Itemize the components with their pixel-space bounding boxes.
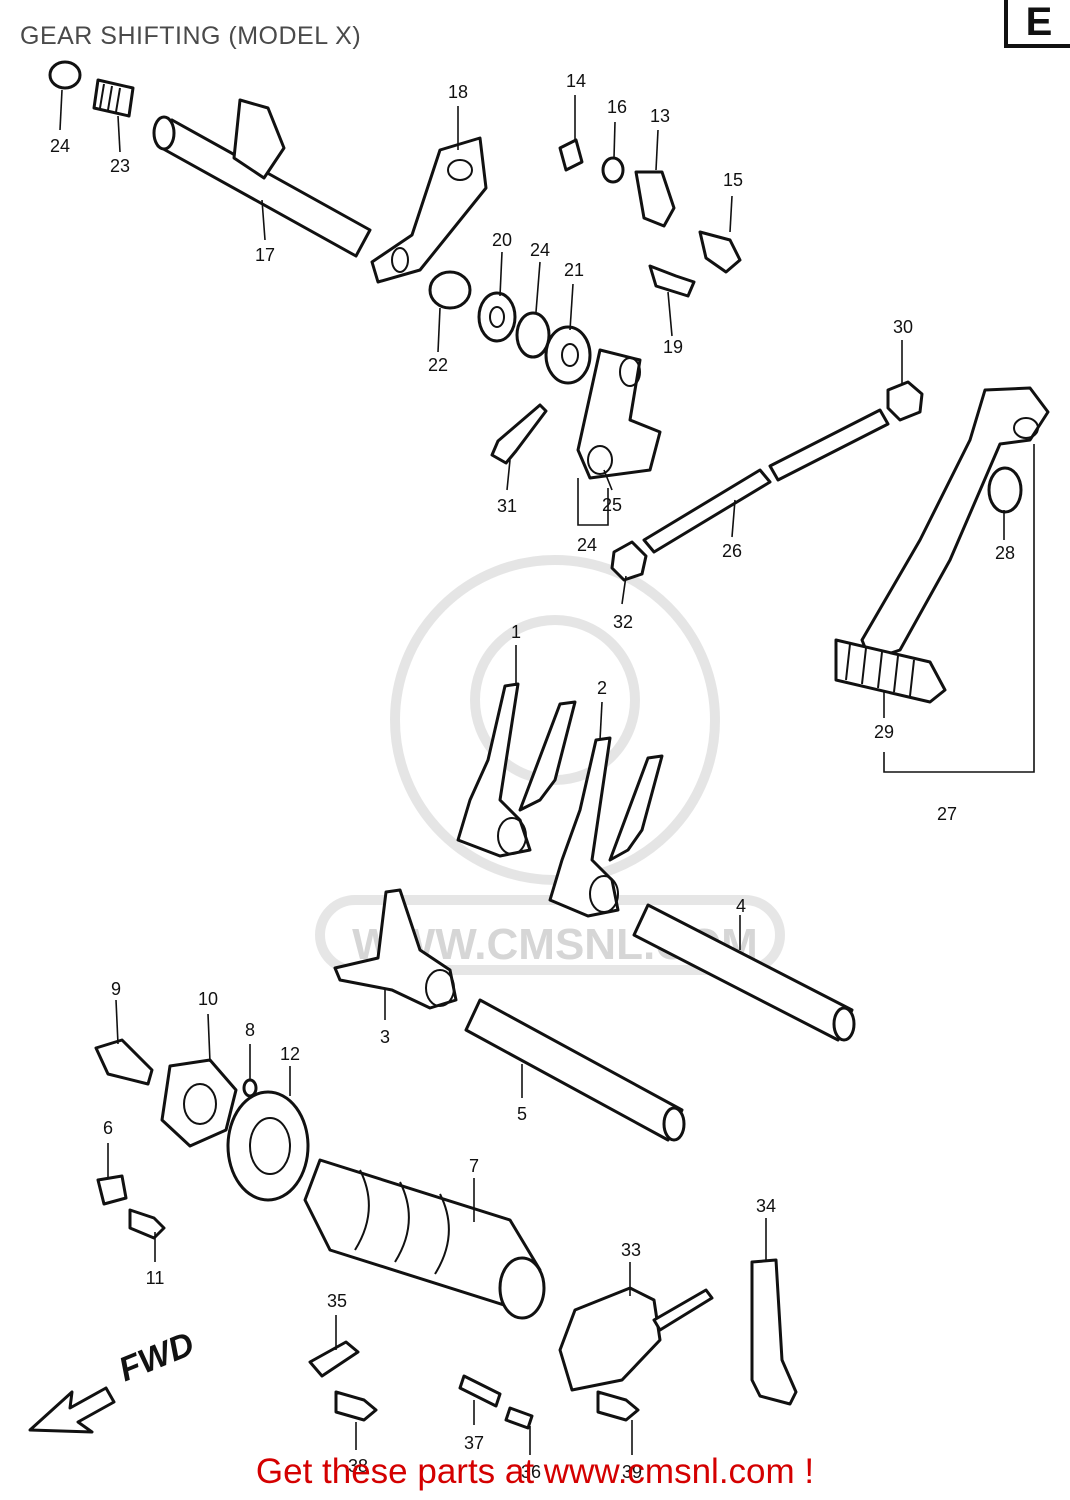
part-cam-guide-34 [558,1286,714,1392]
callout-1: 1 [511,622,521,642]
callout-12: 12 [280,1044,300,1064]
callout-14: 14 [566,71,586,91]
callout-5: 5 [517,1104,527,1124]
part-washer-20 [477,291,517,343]
part-bolt-9 [94,1038,154,1086]
callout-38: 37 [464,1433,484,1453]
section-letter-badge: E [1004,0,1070,48]
part-shift-fork-1 [456,682,577,858]
callout-18: 18 [448,82,468,102]
part-nut-31 [886,380,924,422]
part-shift-arm-18 [370,136,488,284]
callout-13: 13 [650,106,670,126]
callout-6: 6 [103,1118,113,1138]
callout-23: 23 [110,156,130,176]
callout-4: 4 [736,896,746,916]
callout-19: 19 [663,337,683,357]
part-stopper-13 [634,170,676,228]
part-fork-shaft-5 [464,998,686,1142]
part-spring-38 [458,1374,502,1408]
part-bearing-21 [544,325,592,385]
callout-11: 11 [146,1268,165,1288]
part-bolt-32 [490,403,548,465]
part-gearshift-cam-7 [303,1158,546,1320]
diagram-title: GEAR SHIFTING (MODEL X) [20,22,362,50]
callout-31: 30 [893,317,913,337]
callout-30: 29 [874,722,894,742]
part-screw-39 [334,1390,378,1422]
part-clamp-36 [308,1340,360,1378]
callout-32: 31 [497,496,517,516]
callout-33: 32 [613,612,633,632]
part-lever-25 [576,348,662,480]
callout-27: 26 [722,541,742,561]
part-stopper-6 [96,1174,128,1206]
part-washer-16 [601,156,625,184]
callout-8: 8 [245,1020,255,1040]
fwd-arrow-icon [28,1386,116,1434]
leader-lines [59,89,1035,1455]
part-fork-shaft-4 [632,903,856,1042]
callout-28: 27 [937,804,957,824]
part-tie-rod-27 [642,408,890,554]
part-shift-fork-2 [548,736,664,918]
callout-15: 15 [723,170,743,190]
callout-29: 28 [995,543,1015,563]
callout-37: 36 [521,1462,541,1482]
part-spring-14 [558,138,584,172]
callout-17: 17 [255,245,275,265]
callout-25: 24 [577,535,597,555]
callout-16: 16 [607,97,627,117]
part-guide-plate-35 [750,1258,798,1406]
part-circlip-24 [48,60,82,90]
part-spring-23 [92,78,135,118]
callout-21: 21 [564,260,584,280]
callout-34: 33 [621,1240,641,1260]
part-pin-37 [504,1406,534,1430]
callout-39: 38 [348,1456,368,1476]
callout-40: 39 [622,1462,642,1482]
part-nut-33 [610,540,648,582]
part-circlip-24b [515,311,551,359]
callout-36: 35 [327,1291,347,1311]
callout-2: 2 [597,678,607,698]
part-shift-fork-3 [333,888,458,1010]
part-cam-stopper-plate-10 [160,1058,238,1148]
part-screw-11 [128,1208,166,1240]
callout-9: 9 [111,979,121,999]
callout-24a: 24 [50,136,70,156]
part-screw-40 [596,1390,640,1422]
callout-20: 20 [492,230,512,250]
callout-labels: 24 23 17 18 14 16 13 15 19 20 24 21 22 3… [50,71,1015,1482]
callout-35: 34 [756,1196,776,1216]
part-bolt-15 [698,230,742,274]
callout-3: 3 [380,1027,390,1047]
callout-26: 25 [602,495,622,515]
callout-10: 10 [198,989,218,1009]
callout-7: 7 [469,1156,479,1176]
part-spring-22 [428,270,472,310]
callout-22: 22 [428,355,448,375]
part-bolt-19 [648,264,696,298]
part-shift-shaft-17 [152,98,372,258]
callout-24b: 24 [530,240,550,260]
part-bearing-12 [226,1090,310,1202]
footer-link[interactable]: Get these parts at www.cmsnl.com ! [255,1452,815,1491]
part-shift-pedal-28 [834,386,1050,704]
